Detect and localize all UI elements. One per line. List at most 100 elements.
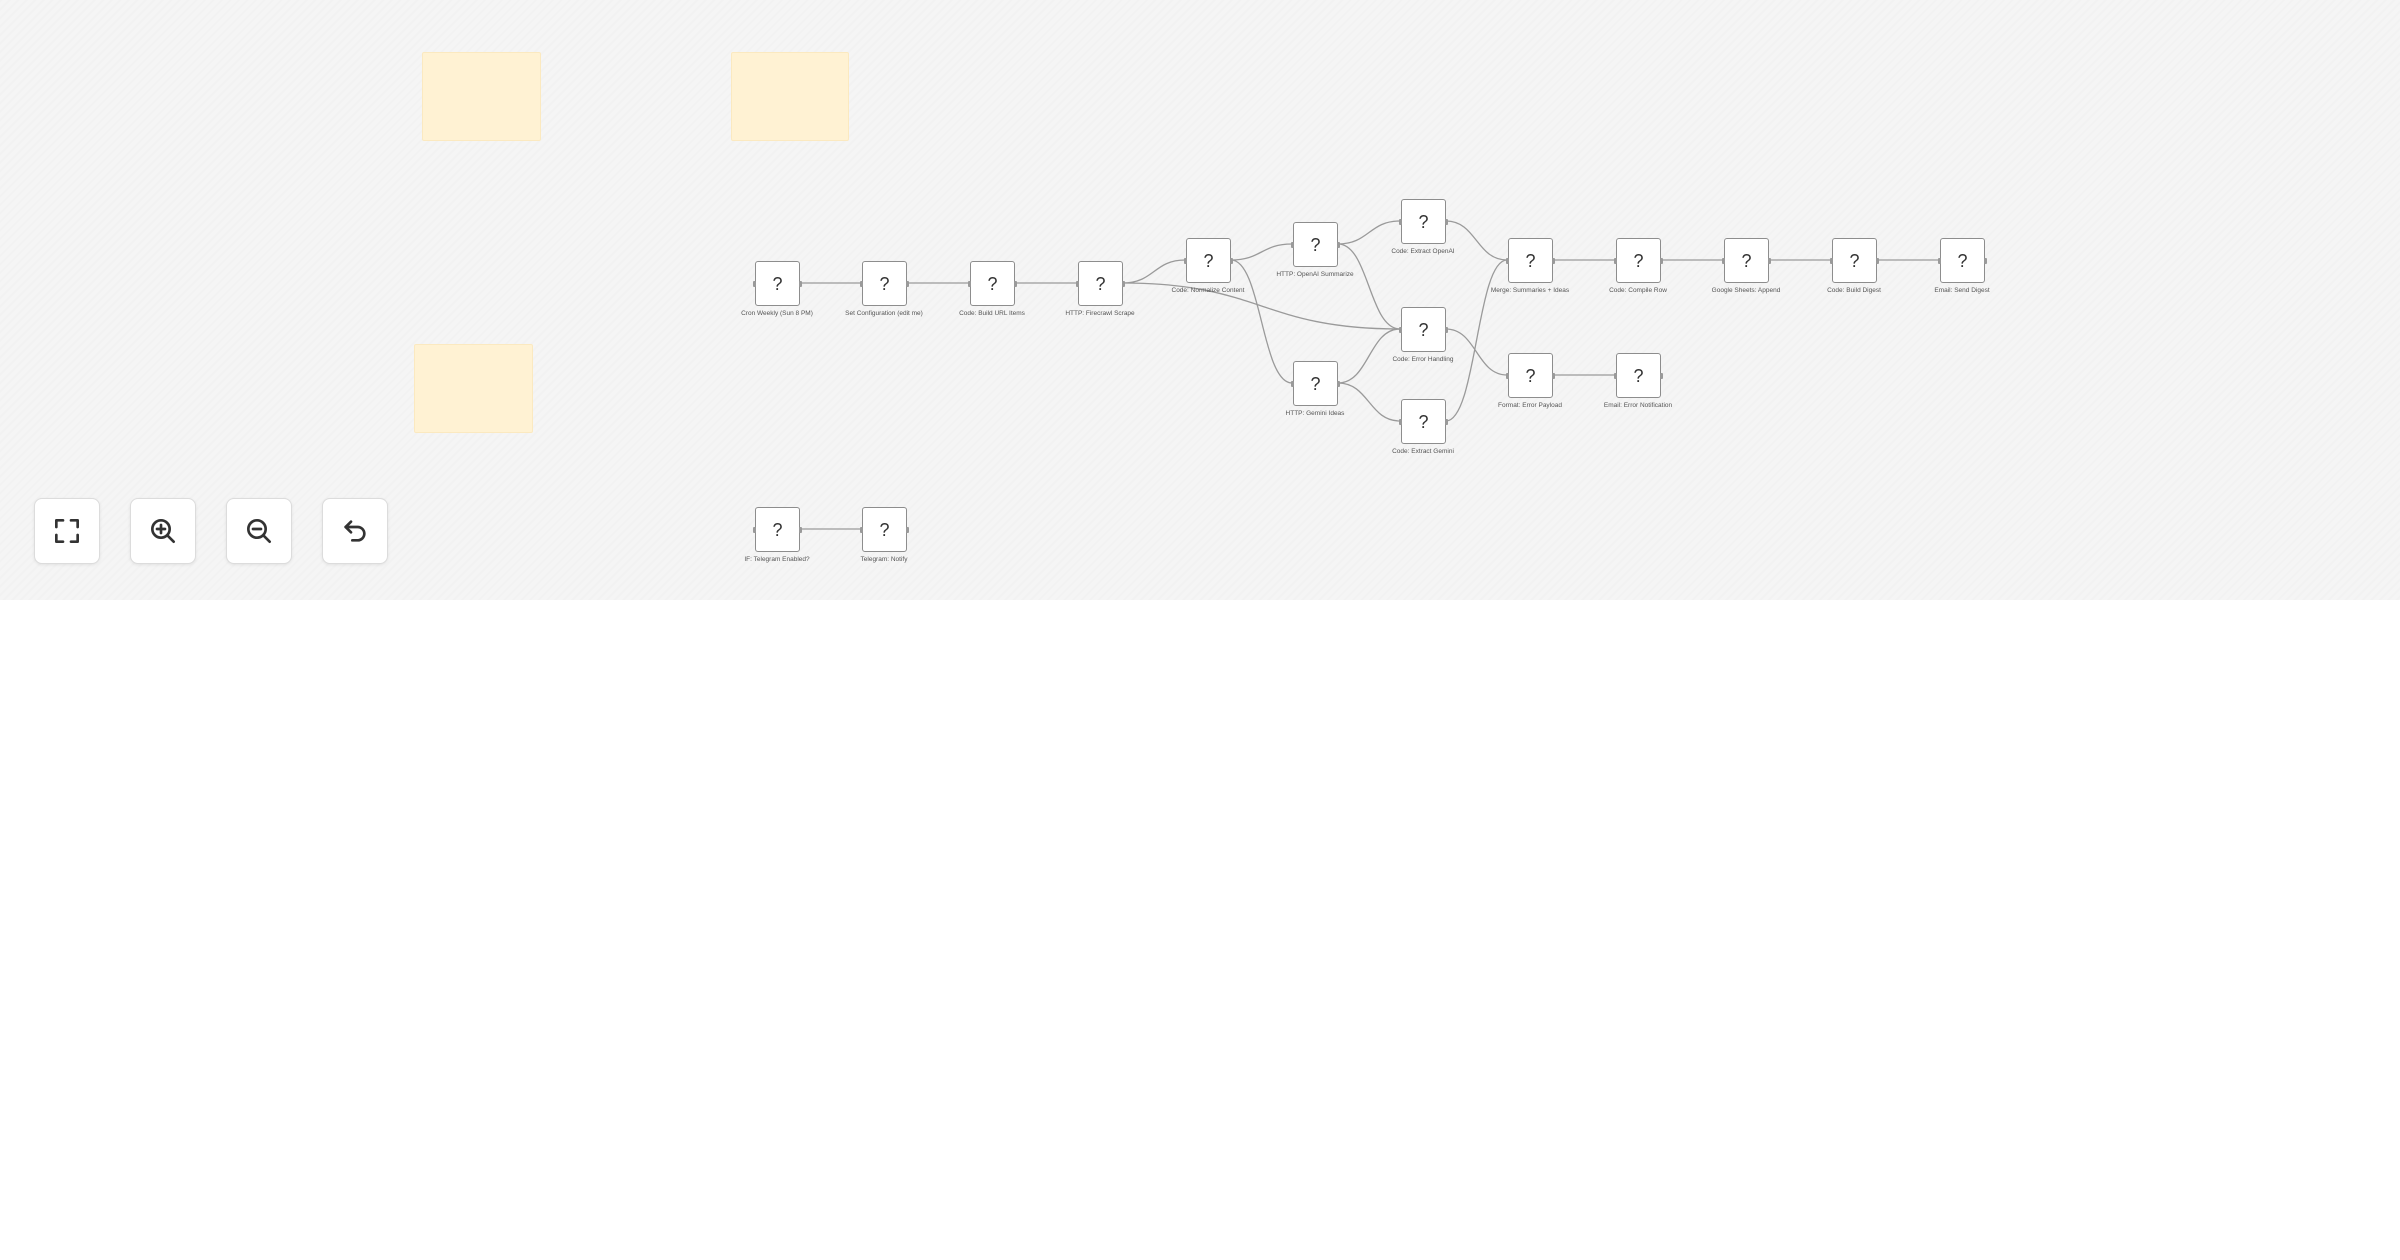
node-label: Code: Build URL Items	[959, 310, 1025, 317]
workflow-node-http-gemini[interactable]: ?	[1291, 361, 1340, 406]
connection-line[interactable]	[1230, 243, 1293, 261]
input-port-handle[interactable]	[1184, 257, 1187, 264]
input-port-handle[interactable]	[1399, 326, 1402, 333]
output-port-handle[interactable]	[799, 280, 802, 287]
input-port-handle[interactable]	[753, 526, 756, 533]
unknown-node-icon: ?	[1741, 250, 1752, 271]
input-port-handle[interactable]	[1830, 257, 1833, 264]
zoom-in-icon	[151, 519, 175, 543]
unknown-node-icon: ?	[879, 273, 890, 294]
workflow-node-code-extract-openai[interactable]: ?	[1399, 199, 1448, 244]
node-label: Set Configuration (edit me)	[845, 310, 923, 317]
output-port-handle[interactable]	[906, 526, 909, 533]
output-port-handle[interactable]	[1660, 257, 1663, 264]
input-port-handle[interactable]	[1938, 257, 1941, 264]
zoom-out-button[interactable]	[226, 498, 292, 564]
node-label: Code: Error Handling	[1392, 356, 1454, 363]
input-port-handle[interactable]	[968, 280, 971, 287]
node-label: IF: Telegram Enabled?	[744, 556, 810, 563]
workflow-node-format-error[interactable]: ?	[1506, 353, 1555, 398]
workflow-canvas[interactable]: ?Cron Weekly (Sun 8 PM)?Set Configuratio…	[0, 0, 2400, 600]
input-port-handle[interactable]	[1399, 218, 1402, 225]
workflow-node-code-normalize[interactable]: ?	[1184, 238, 1233, 283]
output-port-handle[interactable]	[1445, 418, 1448, 425]
node-label: Code: Extract Gemini	[1392, 448, 1454, 455]
input-port-handle[interactable]	[1722, 257, 1725, 264]
input-port-handle[interactable]	[1506, 257, 1509, 264]
connection-line[interactable]	[1337, 243, 1401, 330]
output-port-handle[interactable]	[1337, 380, 1340, 387]
workflow-node-if-telegram[interactable]: ?	[753, 507, 802, 552]
sticky-note[interactable]	[422, 52, 541, 141]
connection-line[interactable]	[1337, 220, 1401, 245]
output-port-handle[interactable]	[1122, 280, 1125, 287]
input-port-handle[interactable]	[1076, 280, 1079, 287]
input-port-handle[interactable]	[1399, 418, 1402, 425]
unknown-node-icon: ?	[1525, 365, 1536, 386]
workflow-node-telegram-notify[interactable]: ?	[860, 507, 909, 552]
input-port-handle[interactable]	[1614, 257, 1617, 264]
output-port-handle[interactable]	[1445, 218, 1448, 225]
node-label: HTTP: Firecrawl Scrape	[1065, 310, 1135, 317]
node-label: Format: Error Payload	[1498, 402, 1562, 409]
unknown-node-icon: ?	[987, 273, 998, 294]
node-label: Email: Send Digest	[1934, 287, 1990, 294]
undo-button[interactable]	[322, 498, 388, 564]
output-port-handle[interactable]	[1445, 326, 1448, 333]
input-port-handle[interactable]	[1291, 380, 1294, 387]
node-label: Telegram: Notify	[860, 556, 908, 563]
node-label: Code: Build Digest	[1827, 287, 1881, 294]
sticky-note[interactable]	[414, 344, 533, 433]
output-port-handle[interactable]	[1230, 257, 1233, 264]
workflow-node-code-build-digest[interactable]: ?	[1830, 238, 1879, 283]
node-label: HTTP: Gemini Ideas	[1285, 410, 1345, 417]
workflow-node-code-compile[interactable]: ?	[1614, 238, 1663, 283]
workflow-node-http-firecrawl[interactable]: ?	[1076, 261, 1125, 306]
output-port-handle[interactable]	[1014, 280, 1017, 287]
workflow-node-code-build-urls[interactable]: ?	[968, 261, 1017, 306]
output-port-handle[interactable]	[1660, 372, 1663, 379]
node-label: Email: Error Notification	[1603, 402, 1673, 409]
unknown-node-icon: ?	[1310, 234, 1321, 255]
output-port-handle[interactable]	[1984, 257, 1987, 264]
unknown-node-icon: ?	[1418, 211, 1429, 232]
workflow-node-code-error-handling[interactable]: ?	[1399, 307, 1448, 352]
input-port-handle[interactable]	[1614, 372, 1617, 379]
workflow-node-cron[interactable]: ?	[753, 261, 802, 306]
node-label: HTTP: OpenAI Summarize	[1276, 271, 1354, 278]
unknown-node-icon: ?	[772, 273, 783, 294]
node-label: Code: Extract OpenAI	[1391, 248, 1455, 255]
workflow-node-merge[interactable]: ?	[1506, 238, 1555, 283]
output-port-handle[interactable]	[1768, 257, 1771, 264]
output-port-handle[interactable]	[1337, 241, 1340, 248]
input-port-handle[interactable]	[1506, 372, 1509, 379]
output-port-handle[interactable]	[1876, 257, 1879, 264]
unknown-node-icon: ?	[879, 519, 890, 540]
workflow-node-email-digest[interactable]: ?	[1938, 238, 1987, 283]
input-port-handle[interactable]	[860, 280, 863, 287]
connection-line[interactable]	[1445, 259, 1508, 422]
unknown-node-icon: ?	[1633, 365, 1644, 386]
connection-line[interactable]	[1445, 328, 1508, 376]
fit-view-button[interactable]	[34, 498, 100, 564]
undo-icon	[344, 520, 366, 542]
unknown-node-icon: ?	[1203, 250, 1214, 271]
input-port-handle[interactable]	[753, 280, 756, 287]
output-port-handle[interactable]	[906, 280, 909, 287]
unknown-node-icon: ?	[1849, 250, 1860, 271]
output-port-handle[interactable]	[1552, 372, 1555, 379]
connection-line[interactable]	[1122, 259, 1186, 284]
workflow-node-code-extract-gemini[interactable]: ?	[1399, 399, 1448, 444]
sticky-note[interactable]	[731, 52, 849, 141]
workflow-node-sheets-append[interactable]: ?	[1722, 238, 1771, 283]
workflow-node-email-error[interactable]: ?	[1614, 353, 1663, 398]
unknown-node-icon: ?	[1418, 319, 1429, 340]
output-port-handle[interactable]	[1552, 257, 1555, 264]
input-port-handle[interactable]	[1291, 241, 1294, 248]
output-port-handle[interactable]	[799, 526, 802, 533]
zoom-in-button[interactable]	[130, 498, 196, 564]
node-label: Code: Normalize Content	[1171, 287, 1245, 294]
input-port-handle[interactable]	[860, 526, 863, 533]
workflow-node-set-config[interactable]: ?	[860, 261, 909, 306]
workflow-node-http-openai[interactable]: ?	[1291, 222, 1340, 267]
